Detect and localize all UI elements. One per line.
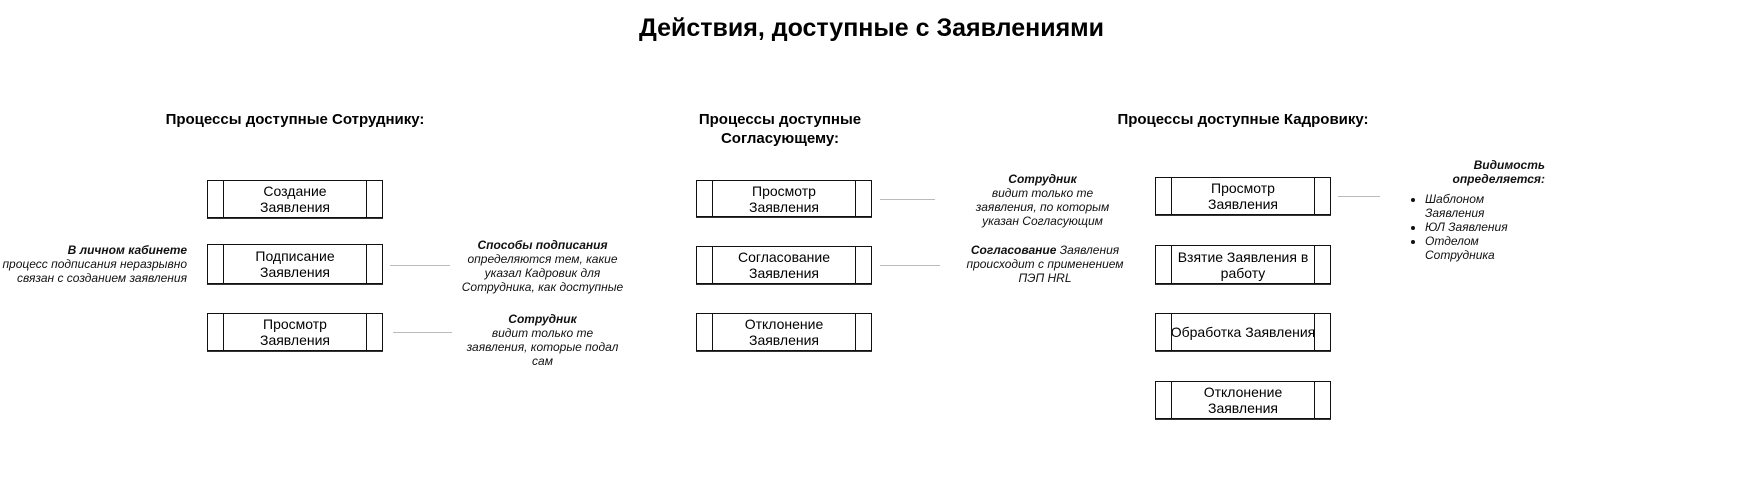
visibility-note: Видимость определяется: Шаблоном Заявлен… [1385, 158, 1545, 262]
box-label: Подписание Заявления [255, 248, 335, 280]
box-label: Просмотр Заявления [748, 182, 820, 215]
hr-reject-box[interactable]: Отклонение Заявления [1155, 381, 1331, 419]
note-title: Согласование [970, 243, 1057, 257]
box-label: Согласование Заявления [738, 249, 830, 281]
employee-header: Процессы доступные Сотруднику: [165, 111, 425, 128]
box-label: Отклонение Заявления [744, 316, 824, 348]
note-text: видит только те заявления, по которым ук… [975, 186, 1110, 228]
employee-create-box[interactable]: Создание Заявления [207, 180, 383, 218]
employee-view-box[interactable]: Просмотр Заявления [207, 313, 383, 351]
employee-sign-box[interactable]: Подписание Заявления [207, 244, 383, 284]
page-title: Действия, доступные с Заявлениями [638, 14, 1105, 42]
visibility-item: Шаблоном Заявления [1425, 192, 1545, 220]
box-label: Взятие Заявления в работу [1177, 248, 1309, 281]
hr-take-box[interactable]: Взятие Заявления в работу [1155, 245, 1331, 284]
hr-process-box[interactable]: Обработка Заявления [1155, 313, 1331, 351]
box-label: Обработка Заявления [1170, 324, 1316, 340]
connector-line [880, 199, 935, 200]
note-title: Видимость определяется: [1452, 158, 1545, 186]
visibility-item: ЮЛ Заявления [1425, 220, 1545, 234]
approver-approve-box[interactable]: Согласование Заявления [696, 246, 872, 284]
note-text: видит только те заявления, которые подал… [466, 326, 619, 368]
note-title: Способы подписания [477, 238, 608, 252]
approver-view-box[interactable]: Просмотр Заявления [696, 180, 872, 217]
note-title: В личном кабинете [67, 243, 187, 257]
hr-view-box[interactable]: Просмотр Заявления [1155, 177, 1331, 215]
visibility-item: Отделом Сотрудника [1425, 234, 1545, 262]
connector-line [393, 332, 452, 333]
note-text: определяются тем, какие указал Кадровик … [461, 252, 624, 294]
box-label: Создание Заявления [259, 183, 331, 215]
approver-header: Процессы доступные Согласующему: [698, 111, 862, 147]
note-text: Заявления происходит с применением ПЭП H… [966, 243, 1124, 285]
connector-line [880, 265, 940, 266]
connector-line [390, 265, 450, 266]
approval-note: Согласование Заявления происходит с прим… [955, 243, 1135, 285]
approver-reject-box[interactable]: Отклонение Заявления [696, 313, 872, 351]
box-label: Отклонение Заявления [1203, 384, 1283, 416]
note-title: Сотрудник [508, 312, 577, 326]
note-title: Сотрудник [1008, 172, 1077, 186]
note-text: процесс подписания неразрывно связан с с… [2, 257, 187, 285]
box-label: Просмотр Заявления [1207, 180, 1279, 212]
hr-header: Процессы доступные Кадровику: [1117, 111, 1369, 128]
connector-line [1338, 196, 1380, 197]
box-label: Просмотр Заявления [259, 316, 331, 348]
